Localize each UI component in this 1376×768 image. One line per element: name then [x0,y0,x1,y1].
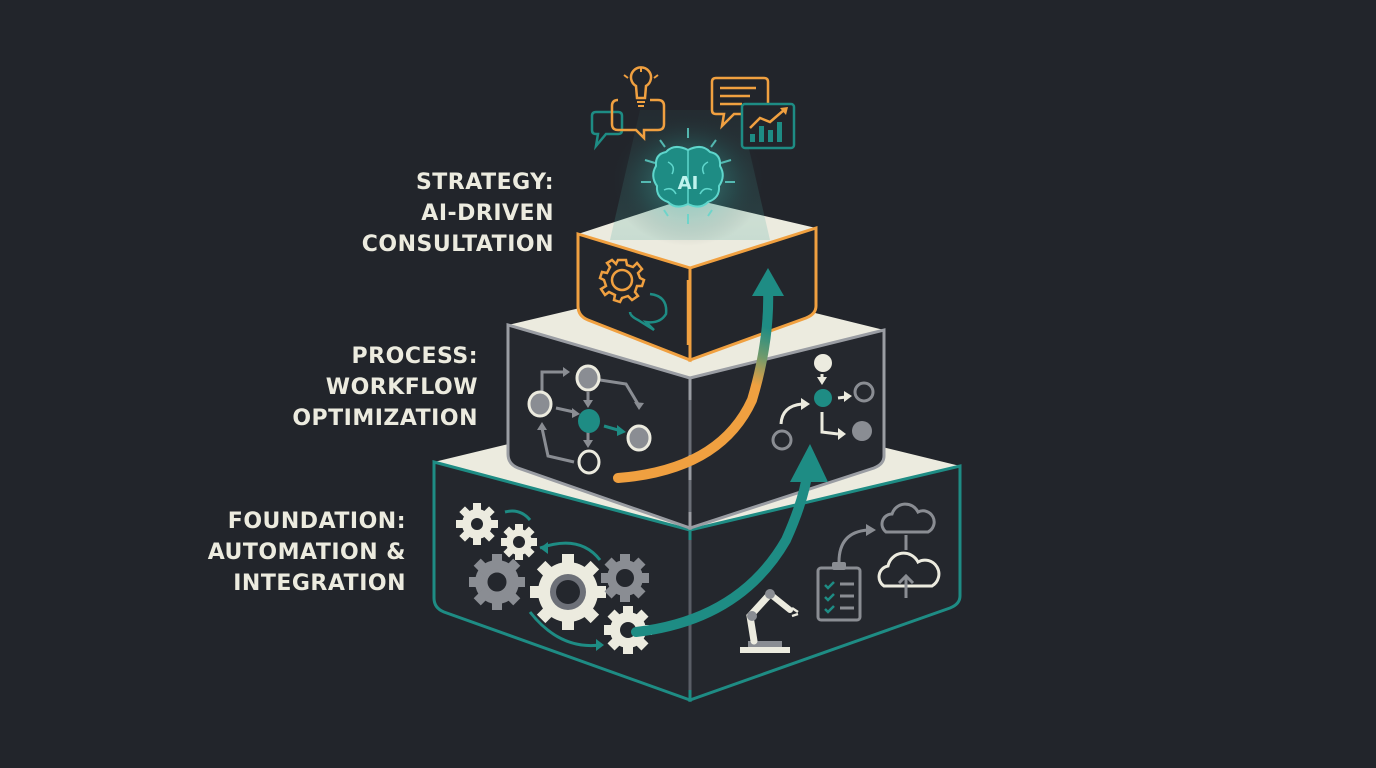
growth-chart-icon [740,102,796,150]
teal-growth-arrow [631,444,828,637]
chat-bubble-lines-icon [710,76,770,130]
lightbulb-chat-icon [610,66,666,142]
strategy-title: STRATEGY: [415,170,554,195]
cloud-icon [880,502,936,550]
workflow-graph-icon [527,364,652,475]
process-subtitle-2: OPTIMIZATION [292,406,478,431]
strategy-label: STRATEGY: AI-DRIVEN CONSULTATION [362,167,554,260]
foundation-subtitle-1: AUTOMATION & [207,540,406,565]
speech-bubble-icon [628,292,668,332]
gear-icon [598,258,646,304]
checklist-icon [816,524,876,622]
cloud-upload-icon [877,551,941,598]
process-subtitle-1: WORKFLOW [325,375,478,400]
robot-arm-icon [740,589,799,653]
flow-nodes-icon [771,354,875,451]
strategy-subtitle-1: AI-DRIVEN [421,201,554,226]
foundation-subtitle-2: INTEGRATION [233,571,406,596]
gears-icon [456,503,652,654]
chat-bubble-icon [590,110,624,151]
orange-growth-arrow [613,268,784,483]
foundation-label: FOUNDATION: AUTOMATION & INTEGRATION [208,506,406,599]
strategy-subtitle-2: CONSULTATION [361,232,554,257]
svg-text:AI: AI [678,173,699,194]
foundation-title: FOUNDATION: [227,509,406,534]
ai-brain-icon: AI [641,128,735,224]
process-title: PROCESS: [351,344,478,369]
process-label: PROCESS: WORKFLOW OPTIMIZATION [292,341,478,434]
